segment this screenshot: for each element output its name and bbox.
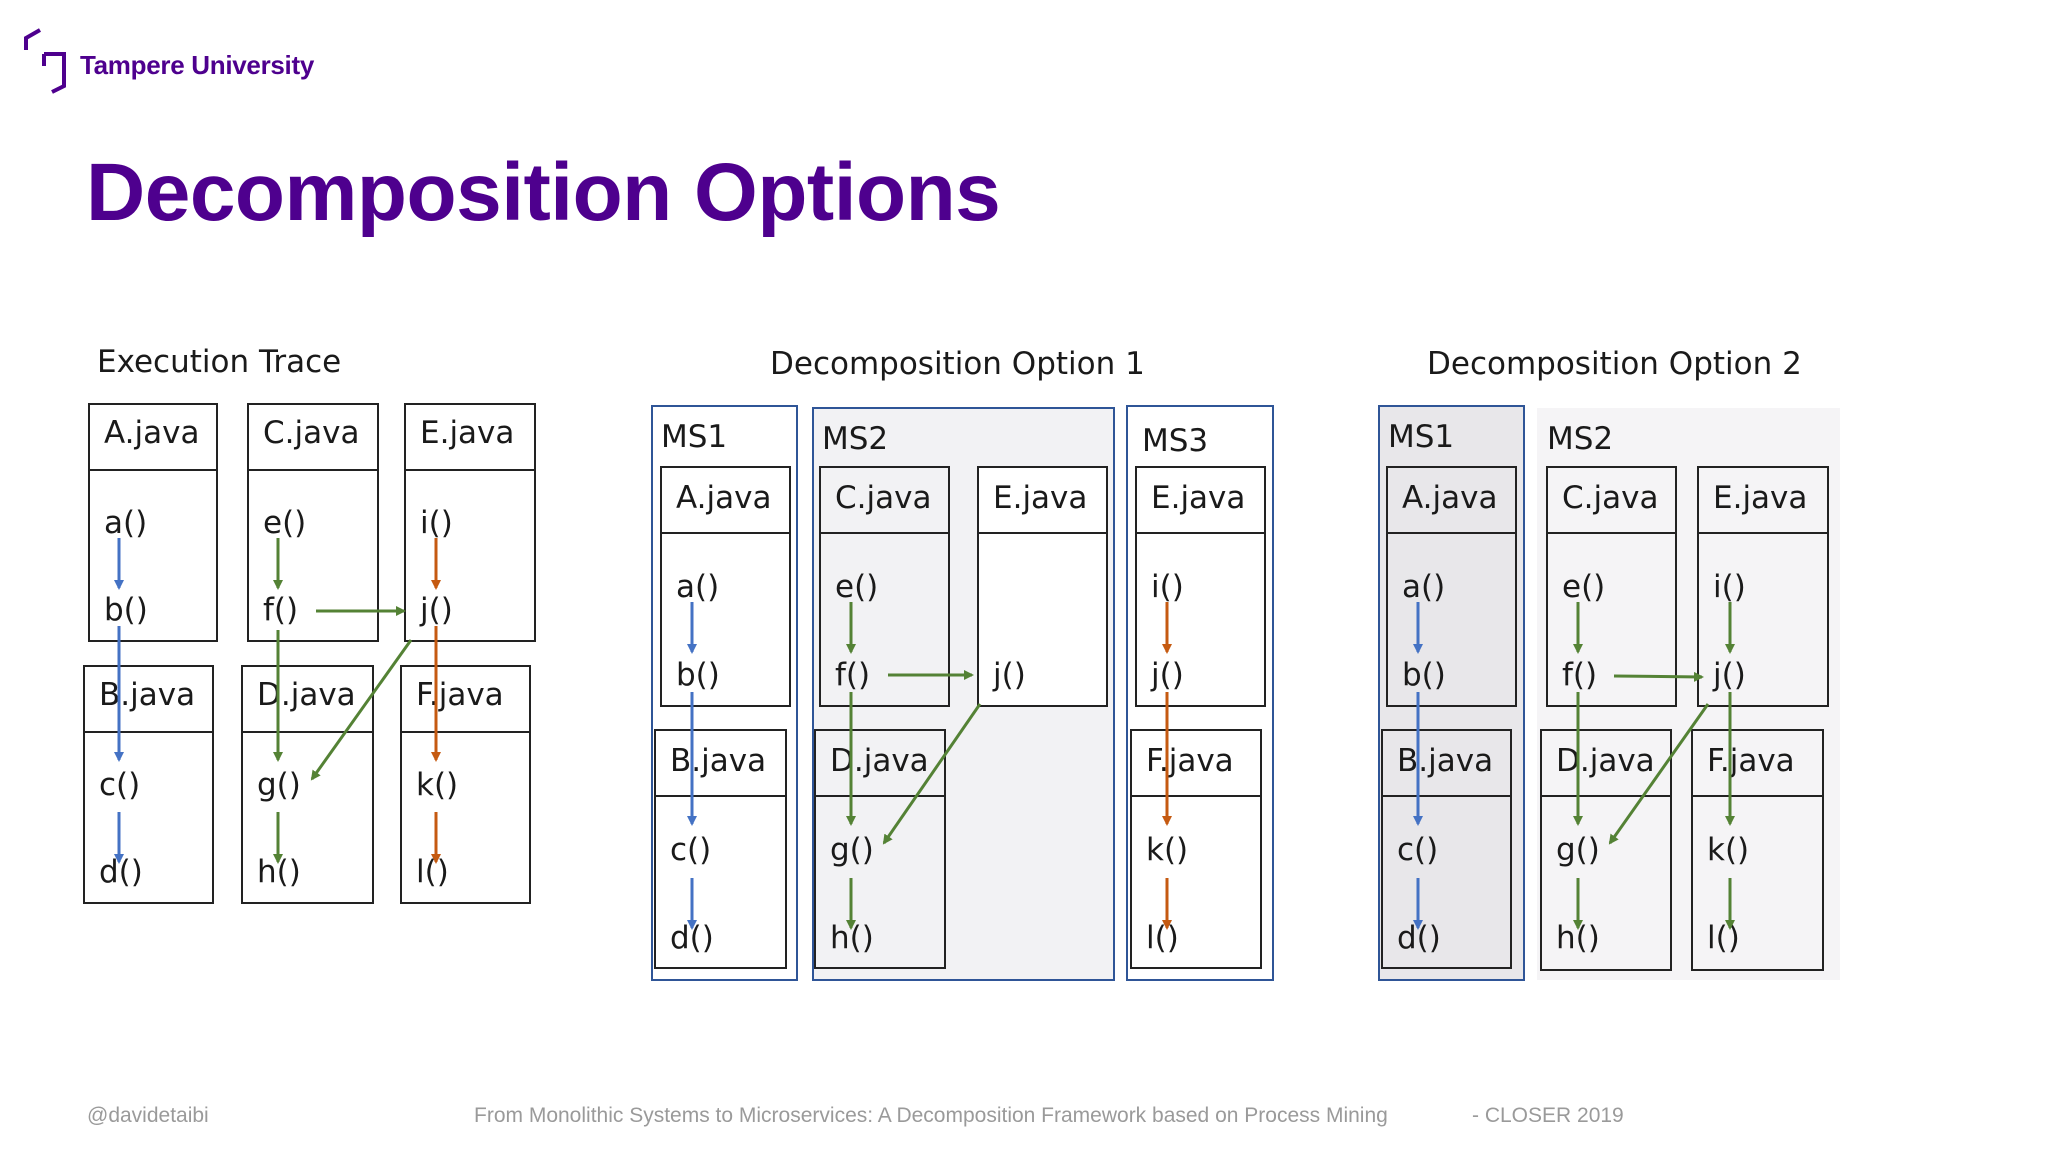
- opt2-d-java-box: D.java g() h(): [1540, 729, 1672, 971]
- opt1-c-method: c(): [670, 832, 711, 868]
- opt2-f-java-box: F.java k() l(): [1691, 729, 1824, 971]
- trace-i-method: i(): [420, 505, 453, 541]
- trace-heading: Execution Trace: [97, 344, 341, 380]
- trace-a-method: a(): [104, 505, 147, 541]
- opt2-j-method: j(): [1712, 657, 1746, 693]
- opt2-a-java-box: A.java a() b(): [1386, 466, 1517, 707]
- opt1-e-java-box: E.java j(): [977, 466, 1108, 707]
- opt2-e-method: e(): [1562, 569, 1605, 605]
- opt1-f-java-name: F.java: [1146, 743, 1234, 779]
- trace-d-java-name: D.java: [257, 677, 356, 713]
- opt1-a-java-box: A.java a() b(): [660, 466, 791, 707]
- trace-d-java-box: D.java g() h(): [241, 665, 374, 904]
- opt2-e-java-box: E.java i() j(): [1697, 466, 1829, 707]
- opt2-i-method: i(): [1713, 569, 1746, 605]
- opt1-a-java-name: A.java: [676, 480, 771, 516]
- opt1-e-method: e(): [835, 569, 878, 605]
- trace-b-java-name: B.java: [99, 677, 195, 713]
- page-title: Decomposition Options: [86, 147, 1001, 238]
- footer-paper-title: From Monolithic Systems to Microservices…: [474, 1104, 1388, 1127]
- opt2-a-method: a(): [1402, 569, 1445, 605]
- opt2-c-method: c(): [1397, 832, 1438, 868]
- opt1-ms1-label: MS1: [661, 419, 727, 455]
- trace-e-java-box: E.java i() j(): [404, 403, 536, 642]
- opt1-d-java-box: D.java g() h(): [814, 729, 946, 969]
- opt1-e2-java-name: E.java: [1151, 480, 1245, 516]
- opt1-a-method: a(): [676, 569, 719, 605]
- opt1-f-java-box: F.java k() l(): [1130, 729, 1262, 969]
- trace-e-method: e(): [263, 505, 306, 541]
- opt1-k-method: k(): [1146, 832, 1188, 868]
- opt1-arrow-j-g: [882, 703, 982, 845]
- opt1-heading: Decomposition Option 1: [770, 346, 1145, 382]
- trace-j-method: j(): [419, 592, 453, 628]
- opt1-ms3-label: MS3: [1142, 423, 1208, 459]
- opt1-i-method: i(): [1151, 569, 1184, 605]
- opt2-f-java-name: F.java: [1707, 743, 1795, 779]
- opt1-c-java-name: C.java: [835, 480, 931, 516]
- opt1-ms2-label: MS2: [822, 421, 888, 457]
- opt1-e-java-name: E.java: [993, 480, 1087, 516]
- trace-c-method: c(): [99, 767, 140, 803]
- trace-f-method: f(): [263, 592, 298, 628]
- opt2-heading: Decomposition Option 2: [1427, 346, 1802, 382]
- opt1-f-method: f(): [835, 657, 870, 693]
- opt2-l-method: l(): [1707, 920, 1740, 956]
- opt2-c-java-name: C.java: [1562, 480, 1658, 516]
- opt2-arrow-j-g: [1608, 703, 1710, 845]
- trace-l-method: l(): [416, 854, 449, 890]
- opt2-c-java-box: C.java e() f(): [1546, 466, 1677, 707]
- opt2-b-java-box: B.java c() d(): [1381, 729, 1512, 969]
- trace-f-java-box: F.java k() l(): [400, 665, 531, 904]
- opt2-k-method: k(): [1707, 832, 1749, 868]
- opt2-arrow-f-j: [1613, 671, 1704, 682]
- opt1-g-method: g(): [830, 832, 874, 868]
- opt1-e2-java-box: E.java i() j(): [1135, 466, 1266, 707]
- trace-g-method: g(): [257, 767, 301, 803]
- opt1-j2-method: j(): [1150, 657, 1184, 693]
- trace-f-java-name: F.java: [416, 677, 504, 713]
- opt2-b-java-name: B.java: [1397, 743, 1493, 779]
- footer-conference: - CLOSER 2019: [1472, 1104, 1624, 1127]
- opt1-c-java-box: C.java e() f(): [819, 466, 950, 707]
- trace-e-java-name: E.java: [420, 415, 514, 451]
- opt1-l-method: l(): [1146, 920, 1179, 956]
- trace-c-java-box: C.java e() f(): [247, 403, 379, 642]
- opt1-j-method: j(): [992, 657, 1026, 693]
- trace-arrow-j-g: [310, 639, 413, 781]
- trace-b-java-box: B.java c() d(): [83, 665, 214, 904]
- trace-a-java-name: A.java: [104, 415, 199, 451]
- opt1-b-java-name: B.java: [670, 743, 766, 779]
- trace-a-java-box: A.java a() b(): [88, 403, 218, 642]
- trace-d-method: d(): [99, 854, 143, 890]
- opt1-b-method: b(): [676, 657, 720, 693]
- footer-handle: @davidetaibi: [87, 1104, 209, 1127]
- opt2-ms2-label: MS2: [1547, 421, 1613, 457]
- opt2-b-method: b(): [1402, 657, 1446, 693]
- opt1-d-java-name: D.java: [830, 743, 929, 779]
- trace-b-method: b(): [104, 592, 148, 628]
- opt2-ms1-label: MS1: [1388, 419, 1454, 455]
- opt2-f-method: f(): [1562, 657, 1597, 693]
- opt2-d-java-name: D.java: [1556, 743, 1655, 779]
- trace-c-java-name: C.java: [263, 415, 359, 451]
- trace-k-method: k(): [416, 767, 458, 803]
- opt1-b-java-box: B.java c() d(): [654, 729, 787, 969]
- logo-text: Tampere University: [80, 50, 314, 80]
- tampere-logo-icon: [24, 28, 66, 94]
- opt2-a-java-name: A.java: [1402, 480, 1497, 516]
- opt2-g-method: g(): [1556, 832, 1600, 868]
- opt2-e-java-name: E.java: [1713, 480, 1807, 516]
